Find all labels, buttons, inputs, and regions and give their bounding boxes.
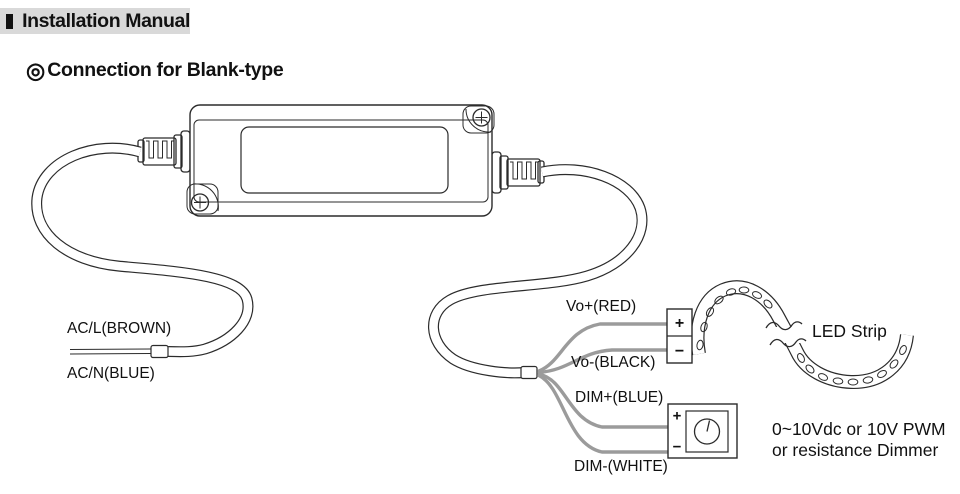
strip-break-mark <box>765 321 807 348</box>
page-title: Installation Manual <box>22 9 190 32</box>
led-connector-minus: − <box>675 343 684 360</box>
dimmer: + − <box>667 403 738 459</box>
led-connector-plus: + <box>675 315 684 332</box>
label-dimmer-line1: 0~10Vdc or 10V PWM <box>772 419 946 439</box>
power-supply-unit <box>137 104 545 217</box>
cable-jacket-end <box>520 365 538 380</box>
dimmer-minus: − <box>673 439 682 456</box>
dimmer-plus: + <box>673 408 682 425</box>
label-ac-n: AC/N(BLUE) <box>67 365 155 382</box>
wire-dim-minus <box>537 373 670 454</box>
label-dimmer-line2: or resistance Dimmer <box>772 440 938 460</box>
label-vo-plus: Vo+(RED) <box>566 298 636 315</box>
section-header-bar: Installation Manual <box>0 8 190 34</box>
double-circle-icon: ◎ <box>26 57 46 83</box>
screw-icon <box>190 193 210 212</box>
label-led-strip: LED Strip <box>812 321 887 341</box>
dimmer-knob-icon <box>693 418 721 445</box>
label-dim-plus: DIM+(BLUE) <box>575 389 663 406</box>
mounting-tab-bottom-left <box>186 183 219 215</box>
label-vo-minus: Vo-(BLACK) <box>571 354 655 371</box>
stripped-ac-wires <box>69 348 152 355</box>
square-bullet-icon <box>6 13 14 29</box>
led-ovals <box>696 286 907 386</box>
wire-dim-plus <box>537 372 670 429</box>
label-area <box>240 126 449 194</box>
right-cable-gland <box>491 151 545 194</box>
label-ac-l: AC/L(BROWN) <box>67 320 171 337</box>
wire-vo-plus <box>537 322 669 373</box>
mounting-tab-top-right <box>462 105 495 134</box>
screw-icon <box>472 108 491 127</box>
output-cable <box>428 164 648 380</box>
label-dim-minus: DIM-(WHITE) <box>574 458 668 475</box>
body-seam <box>193 119 489 203</box>
led-strip <box>690 280 914 389</box>
subtitle-text: Connection for Blank-type <box>47 59 284 81</box>
output-wires <box>537 322 670 454</box>
led-connector: + − <box>666 308 693 364</box>
knob-pointer <box>706 420 711 432</box>
wire-vo-minus <box>537 348 669 375</box>
diagram-subtitle: ◎ Connection for Blank-type <box>26 57 284 83</box>
cable-jacket-end <box>150 344 169 359</box>
left-cable-gland <box>137 130 191 173</box>
ac-input-cable <box>31 142 254 359</box>
